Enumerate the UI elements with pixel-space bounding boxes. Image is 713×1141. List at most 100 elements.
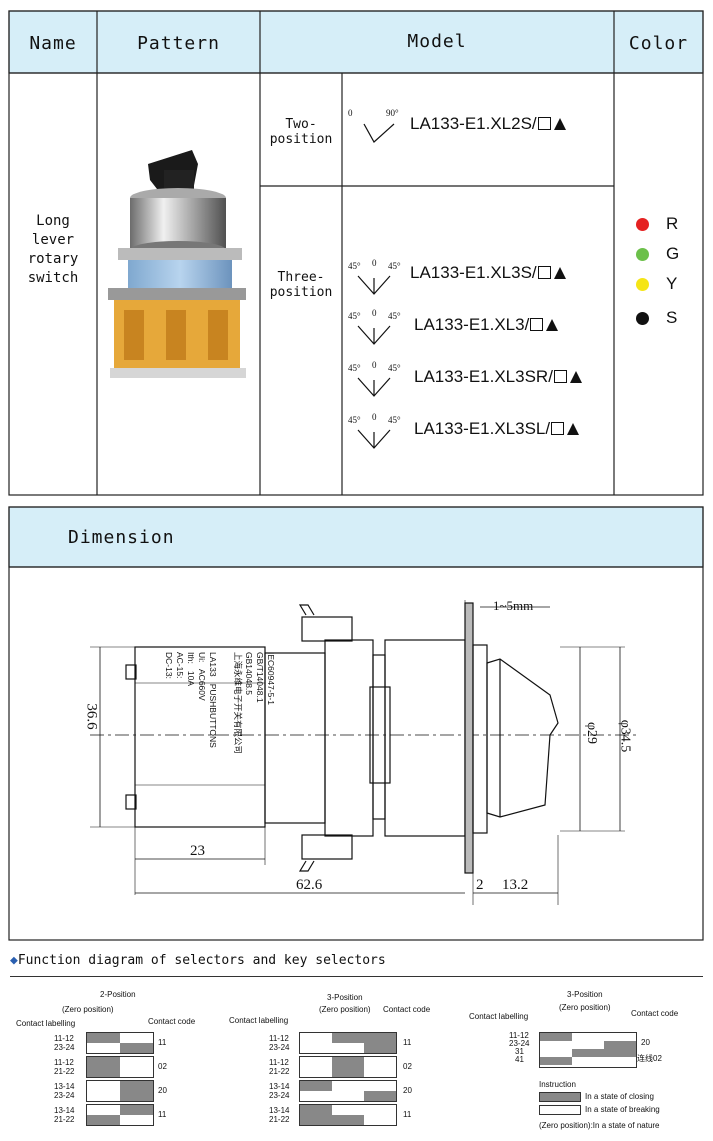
nature-label: (Zero position):In a state of nature [539, 1121, 660, 1130]
code-label: Contact code [148, 1017, 196, 1026]
closing-swatch [539, 1092, 581, 1102]
body-line: Ui: [197, 652, 207, 663]
dia-outer-label: φ34.5 [617, 719, 633, 753]
three-position-angle-icon [357, 275, 391, 295]
zero-label: (Zero position) [62, 1005, 114, 1014]
square-icon [537, 266, 551, 279]
name-line: rotary [27, 251, 79, 267]
angle-center: 0 [372, 258, 377, 268]
contact-box [86, 1104, 154, 1126]
two-position-angle-icon [363, 123, 395, 143]
body-line: IEC60947-5-1 [266, 652, 276, 705]
dia-inner-label: φ29 [584, 721, 600, 745]
body-line: LA133 [208, 652, 218, 677]
row-code: 20 [158, 1086, 167, 1095]
triangle-icon [553, 267, 566, 279]
three-position-model: 45° 0 45° LA133-E1.XL3S/ [348, 258, 608, 298]
contact-box [86, 1032, 154, 1054]
three-position-label: Three- position [262, 270, 340, 300]
color-dot [636, 218, 649, 231]
body-line: DC-13: [164, 652, 174, 679]
angle-left: 45° [348, 415, 361, 425]
three-position-model: 45° 0 45° LA133-E1.XL3SR/ [348, 360, 608, 400]
model-text: LA133-E1.XL3S/ [410, 263, 537, 282]
triangle-icon [546, 319, 559, 331]
label-line: Three- [277, 270, 325, 285]
height-label: 36.6 [83, 703, 100, 730]
row-code: 11 [403, 1110, 412, 1119]
row-code: 02 [403, 1062, 412, 1071]
color-dot [636, 312, 649, 325]
code-label: Contact code [631, 1009, 679, 1018]
dimension-frame [8, 506, 704, 941]
square-icon [537, 117, 551, 130]
color-dot [636, 278, 649, 291]
body-line: PUSHBUTTONS [208, 683, 218, 748]
contact-box [299, 1104, 397, 1126]
three-position-angle-icon [357, 325, 391, 345]
square-icon [553, 370, 567, 383]
closing-label: In a state of closing [585, 1092, 654, 1101]
function-diagram-3pos: 3-Position (Zero position) Contact label… [225, 988, 465, 1138]
two-position-model: 0 90° LA133-E1.XL2S/ [348, 108, 608, 148]
label-line: position [269, 285, 333, 300]
divider [10, 976, 703, 977]
triangle-icon [553, 118, 566, 130]
code-label: Contact code [383, 1005, 431, 1014]
color-letter: Y [666, 274, 678, 293]
label-line: position [269, 132, 333, 147]
angle-center: 0 [372, 360, 377, 370]
name-line: Long [36, 213, 70, 229]
body-line: GB14048.5 [244, 652, 254, 696]
model-text: LA133-E1.XL3SR/ [414, 367, 553, 386]
row-code: 20 [403, 1086, 412, 1095]
row-code: 连线02 [637, 1054, 662, 1063]
diagram-title: 2-Position [100, 990, 136, 999]
model-code: LA133-E1.XL3SR/ [414, 367, 582, 387]
body-line: 10A [186, 670, 196, 687]
function-title: ◆Function diagram of selectors and key s… [10, 953, 386, 968]
angle-center: 0 [372, 412, 377, 422]
model-text: LA133-E1.XL2S/ [410, 114, 537, 133]
body-line: 上海永维电子开关有限公司 [233, 652, 243, 755]
knob-length-label: 13.2 [502, 877, 529, 893]
model-text: LA133-E1.XL3/ [414, 315, 530, 334]
angle-right: 45° [388, 415, 401, 425]
labelling-label: Contact labelling [16, 1019, 76, 1028]
angle-left: 45° [348, 311, 361, 321]
angle-right: 45° [388, 261, 401, 271]
triangle-icon [567, 423, 580, 435]
body-line: AC-15: [175, 652, 185, 679]
three-position-angle-icon [357, 377, 391, 397]
contact-box [299, 1032, 397, 1054]
header-model: Model [407, 31, 467, 52]
color-dot [636, 248, 649, 261]
dimension-drawing [90, 600, 640, 905]
label-line: Two- [285, 117, 317, 132]
body-line: AC660V [197, 669, 207, 701]
row-code: 20 [641, 1038, 650, 1047]
body-line: Ith: [186, 652, 196, 664]
model-code: LA133-E1.XL2S/ [410, 114, 566, 134]
color-letter: S [666, 308, 678, 327]
color-list: R G Y S [636, 214, 696, 338]
color-item: Y [636, 274, 696, 308]
three-position-model: 45° 0 45° LA133-E1.XL3SL/ [348, 412, 608, 452]
panel-thickness-label: 1~5mm [493, 598, 534, 613]
row-code: 11 [158, 1110, 167, 1119]
contact-box [86, 1056, 154, 1078]
contact-box [539, 1032, 637, 1068]
diamond-icon: ◆ [10, 953, 18, 968]
breaking-label: In a state of breaking [585, 1105, 660, 1114]
product-name: Long lever rotary switch [9, 212, 97, 288]
contact-box [299, 1056, 397, 1078]
square-icon [530, 318, 544, 331]
model-code: LA133-E1.XL3S/ [410, 263, 566, 283]
